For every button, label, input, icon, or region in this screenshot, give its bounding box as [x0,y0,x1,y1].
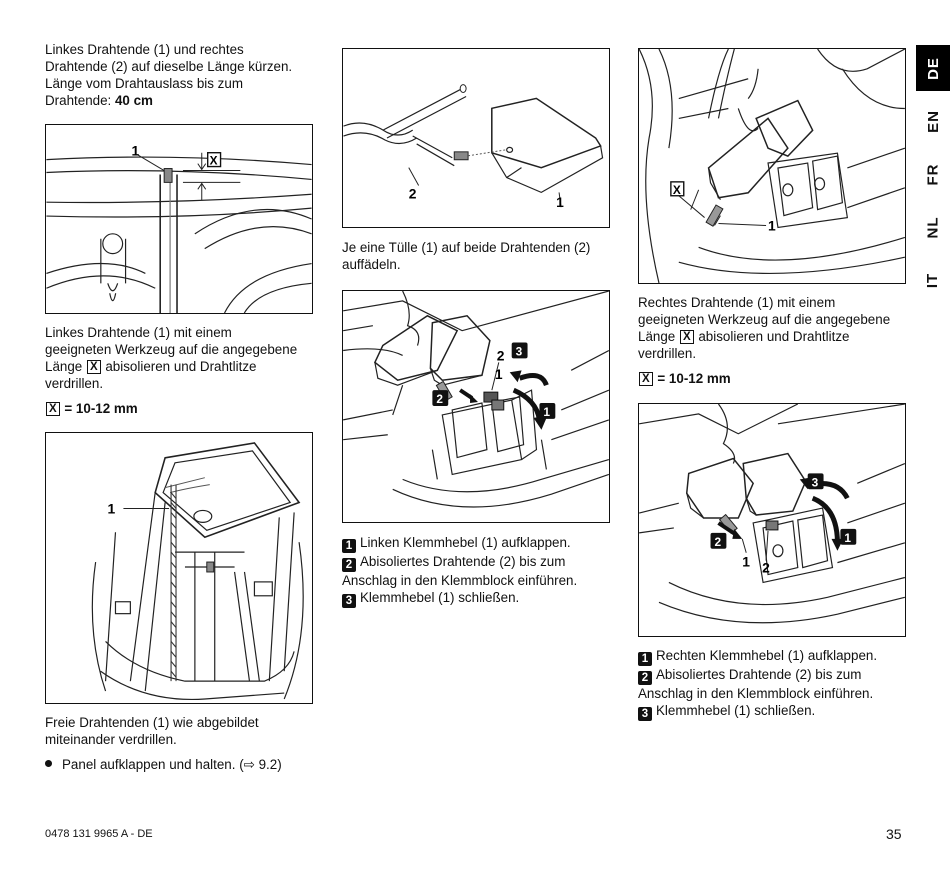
dimension-x-label: X [673,183,681,197]
step-text: Rechten Klemmhebel (1) aufklappen. [656,648,878,663]
text-fragment: Länge [45,359,86,374]
step-text: Anschlag in den Klemmblock einführen. [638,686,874,701]
text-line: Länge vom Drahtauslass bis zum [45,76,243,91]
figure-label: 2 [762,560,770,576]
figure-label: 1 [108,500,116,516]
right-clamp-steps: 1 Rechten Klemmhebel (1) aufklappen. 2 Abi… [638,647,918,721]
figure-strip-left-wire: 1 X [45,124,313,314]
step-text: Linken Klemmhebel (1) aufklappen. [360,535,571,550]
lang-tab-fr[interactable]: FR [924,163,942,185]
step-badge: 2 [714,535,721,549]
text-line: Drahtende: 40 cm [45,92,325,109]
text-line: verdrillen. [638,346,697,361]
step-text: Klemmhebel (1) schließen. [656,703,816,718]
step-line: 3 Klemmhebel (1) schließen. [342,589,622,608]
bullet-item: Panel aufklappen und halten. (⇨ 9.2) [45,756,325,773]
step-badge: 1 [543,405,550,419]
figure-left-clamp-illustration: 3 2 1 2 1 [343,291,609,508]
strip-length-spec: X = 10-12 mm [638,370,731,387]
lang-tab-de[interactable]: DE [916,45,950,91]
step-line: 2 Abisoliertes Drahtende (2) bis zum [638,666,918,685]
step-line: 1 Linken Klemmhebel (1) aufklappen. [342,534,622,553]
text-line: Freie Drahtenden (1) wie abgebildet [45,715,259,730]
figure-grommets: 2 1 [342,48,610,228]
figure-label: 1 [495,366,503,382]
figure-strip-left-wire-illustration: 1 X [46,143,312,313]
dimension-x-symbol: X [679,330,694,344]
dimension-x-symbol: X [86,360,101,374]
dimension-x-symbol: X [639,372,653,386]
step-text: Abisoliertes Drahtende (2) bis zum [656,667,862,682]
text-line: Länge X abisolieren und Drahtlitze [638,328,918,345]
spec-value: = 10-12 mm [653,371,731,386]
step-text: Abisoliertes Drahtende (2) bis zum [360,554,566,569]
figure-strip-right-wire-illustration: X 1 [639,49,905,283]
step-number: 2 [342,558,356,572]
text-line: Je eine Tülle (1) auf beide Drahtenden (… [342,240,591,255]
figure-right-clamp: 3 2 1 1 2 [638,403,906,637]
lang-tab-en[interactable]: EN [924,109,942,133]
step-text: Klemmhebel (1) schließen. [360,590,520,605]
text-line: Drahtende (2) auf dieselbe Länge kürzen. [45,59,293,74]
dimension-x-symbol: X [46,402,60,416]
figure-twist-wires: 1 [45,432,313,704]
step-number: 1 [342,539,356,553]
step-text: Anschlag in den Klemmblock einführen. [342,573,578,588]
page-number: 35 [886,826,902,842]
text-line: Linkes Drahtende (1) und rechtes [45,42,244,57]
bullet-icon [45,760,52,767]
text-line: geeigneten Werkzeug auf die angegebene [638,312,891,327]
strip-right-instruction: Rechtes Drahtende (1) mit einem geeignet… [638,294,918,362]
figure-left-clamp: 3 2 1 2 1 [342,290,610,523]
step-line: 2 Abisoliertes Drahtende (2) bis zum [342,553,622,572]
spec-value: = 10-12 mm [60,401,138,416]
text-line: geeigneten Werkzeug auf die angegebene [45,342,298,357]
step-badge: 3 [516,344,523,358]
step-badge: 2 [436,392,443,406]
left-clamp-steps: 1 Linken Klemmhebel (1) aufklappen. 2 Abis… [342,534,622,608]
step-badge: 1 [844,531,851,545]
figure-label: 1 [556,194,564,210]
lang-tab-nl[interactable]: NL [924,216,942,238]
step-number: 2 [638,671,652,685]
text-line: Rechtes Drahtende (1) mit einem [638,295,836,310]
bullet-text[interactable]: Panel aufklappen und halten. (⇨ 9.2) [62,757,282,772]
step-number: 3 [638,707,652,721]
intro-text: Linkes Drahtende (1) und rechtes Drahten… [45,41,325,109]
figure-strip-right-wire: X 1 [638,48,906,284]
figure-right-clamp-illustration: 3 2 1 1 2 [639,404,905,624]
figure-label: 2 [409,185,417,201]
document-number: 0478 131 9965 A - DE [45,828,153,840]
figure-label: 2 [497,347,505,363]
twist-caption: Freie Drahtenden (1) wie abgebildet mite… [45,714,325,748]
step-badge: 3 [812,475,819,489]
wire-length-value: 40 cm [114,93,153,108]
text-line: auffädeln. [342,257,401,272]
step-line: Anschlag in den Klemmblock einführen. [342,572,622,589]
dimension-x-label: X [210,154,218,168]
step-line: 3 Klemmhebel (1) schließen. [638,702,918,721]
strip-length-spec: X = 10-12 mm [45,400,138,417]
text-fragment: Drahtende: [45,93,115,108]
step-number: 3 [342,594,356,608]
text-line: verdrillen. [45,376,104,391]
grommet-caption: Je eine Tülle (1) auf beide Drahtenden (… [342,239,622,273]
lang-tab-it[interactable]: IT [924,272,942,288]
step-line: 1 Rechten Klemmhebel (1) aufklappen. [638,647,918,666]
text-fragment: abisolieren und Drahtlitze [694,329,850,344]
strip-left-instruction: Linkes Drahtende (1) mit einem geeignete… [45,324,325,392]
text-fragment: abisolieren und Drahtlitze [101,359,257,374]
figure-label: 1 [768,217,776,233]
text-line: Länge X abisolieren und Drahtlitze [45,358,325,375]
text-line: Linkes Drahtende (1) mit einem [45,325,232,340]
figure-twist-wires-illustration: 1 [91,442,304,701]
text-line: miteinander verdrillen. [45,732,177,747]
step-number: 1 [638,652,652,666]
figure-grommets-illustration: 2 1 [343,84,604,210]
figure-label: 1 [132,143,140,159]
text-fragment: Länge [638,329,679,344]
step-line: Anschlag in den Klemmblock einführen. [638,685,918,702]
figure-label: 1 [742,554,750,570]
